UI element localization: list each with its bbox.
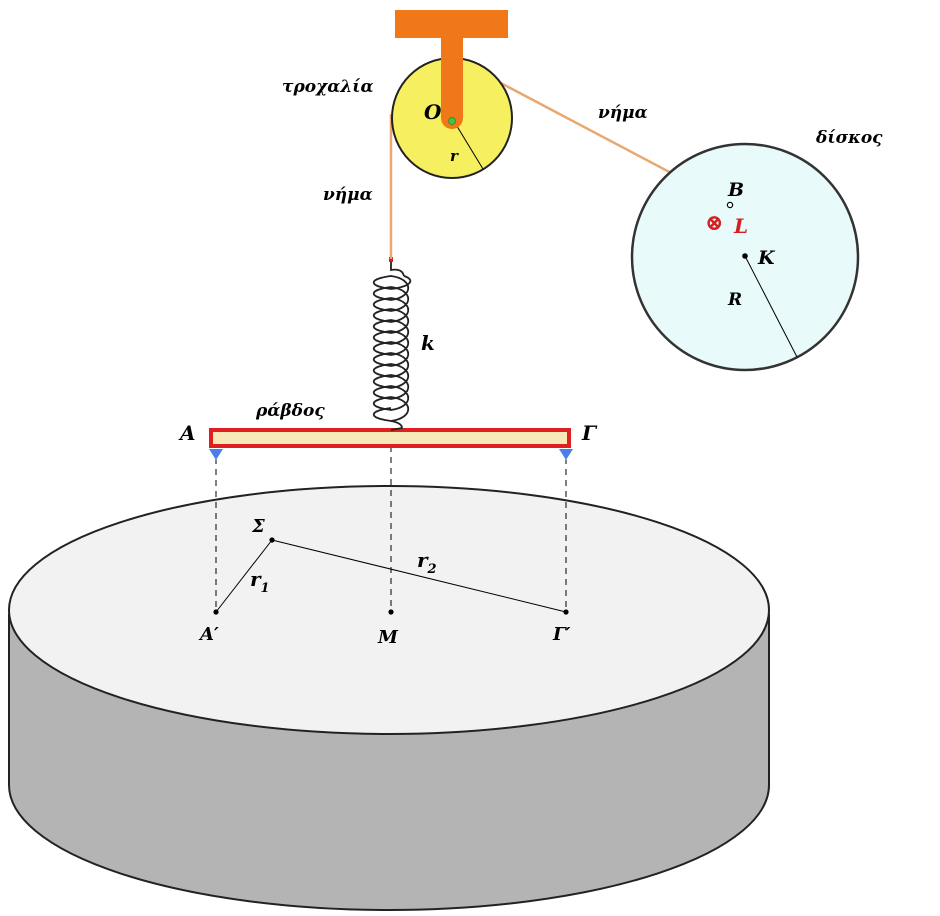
label-point-k: K bbox=[757, 247, 776, 269]
spring-bottom-hook bbox=[390, 420, 403, 431]
label-pulley: τροχαλία bbox=[282, 77, 374, 97]
label-radius-r: r bbox=[450, 147, 459, 165]
support-a bbox=[209, 449, 223, 460]
table-top bbox=[8, 485, 770, 735]
mount-top-bar bbox=[395, 10, 508, 38]
label-angular-momentum: L bbox=[733, 214, 748, 238]
label-radius-big-r: R bbox=[727, 290, 742, 310]
label-r2: r2 bbox=[417, 548, 437, 577]
spring-coils bbox=[372, 275, 412, 422]
label-point-b: B bbox=[727, 179, 744, 201]
label-point-s: Σ bbox=[251, 516, 265, 537]
spring-top-hook bbox=[390, 259, 405, 277]
segment-r1 bbox=[215, 539, 273, 613]
point-s-dot bbox=[269, 537, 275, 543]
spring-top-end bbox=[389, 257, 393, 262]
table bbox=[8, 485, 770, 911]
point-m-dot bbox=[388, 609, 394, 615]
label-r1: r1 bbox=[250, 567, 270, 596]
label-point-o: O bbox=[424, 100, 442, 124]
label-disk: δίσκος bbox=[815, 128, 883, 148]
disk-radius bbox=[744, 255, 798, 358]
point-g-prime-dot bbox=[563, 609, 569, 615]
label-r1-subscript: 1 bbox=[261, 581, 270, 596]
label-point-m: Μ bbox=[377, 627, 399, 648]
pulley-axle bbox=[448, 117, 456, 125]
point-a-prime-dot bbox=[213, 609, 219, 615]
label-point-a-prime: Α′ bbox=[198, 624, 219, 645]
label-point-g: Γ bbox=[581, 421, 598, 445]
angular-momentum-icon: ⊗ bbox=[705, 210, 723, 236]
label-r2-main: r bbox=[417, 548, 429, 572]
projection-lines bbox=[215, 446, 567, 612]
label-point-g-prime: Γ′ bbox=[552, 624, 571, 645]
point-b-dot bbox=[726, 201, 734, 209]
segment-r2 bbox=[271, 539, 567, 613]
label-r1-main: r bbox=[250, 567, 262, 591]
label-rod: ράβδος bbox=[255, 401, 325, 421]
point-k-dot bbox=[742, 253, 748, 259]
mount-stem bbox=[441, 38, 463, 118]
spring bbox=[372, 259, 412, 431]
label-r2-subscript: 2 bbox=[427, 562, 437, 577]
label-spring-k: k bbox=[421, 331, 435, 355]
label-thread-right: νήμα bbox=[598, 103, 648, 123]
support-g bbox=[559, 449, 573, 460]
label-point-a: A bbox=[178, 421, 196, 445]
rod bbox=[209, 428, 571, 448]
label-thread-left: νήμα bbox=[323, 185, 373, 205]
